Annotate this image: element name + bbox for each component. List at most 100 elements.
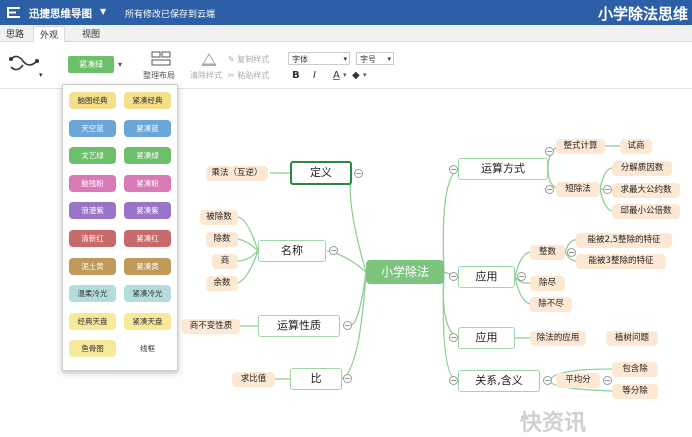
mindmap-node-gongyueshu[interactable]: 求最大公约数: [612, 183, 680, 198]
chevron-down-icon: ▾: [387, 55, 391, 63]
document-title[interactable]: 小学除法思维: [597, 5, 688, 23]
app-name[interactable]: 迅捷思维导图: [29, 8, 92, 20]
mindmap-node-zhengshijisuan[interactable]: 整式计算: [556, 139, 605, 154]
mindmap-node-duanchufa[interactable]: 短除法: [556, 182, 600, 197]
font-size-value: 字号: [360, 55, 376, 64]
italic-button[interactable]: I: [313, 70, 316, 81]
theme-option[interactable]: 泥土黄: [69, 257, 116, 275]
mindmap-node-shishang[interactable]: 试商: [620, 139, 652, 154]
watermark: 快资讯: [520, 411, 587, 436]
clear-style-button[interactable]: 清除样式: [190, 71, 222, 80]
app-menu-caret-icon[interactable]: ▼: [100, 7, 107, 16]
mindmap-node-beichushu[interactable]: 被除数: [200, 210, 238, 225]
mindmap-node-dengfenchu[interactable]: 等分除: [612, 384, 658, 399]
mindmap-node-yushu[interactable]: 余数: [206, 276, 238, 291]
mindmap-node-baohanchu[interactable]: 包含除: [612, 362, 658, 377]
collapse-toggle-icon[interactable]: −: [603, 185, 612, 194]
theme-option[interactable]: 紧凑粉: [124, 174, 171, 192]
mindmap-node-bi[interactable]: 比: [290, 368, 342, 390]
title-bar: 迅捷思维导图 ▼ 所有修改已保存到云端 小学除法思维: [0, 0, 692, 25]
bold-button[interactable]: B: [292, 70, 300, 81]
theme-option[interactable]: 清新红: [69, 230, 116, 247]
mindmap-node-tezheng-3[interactable]: 能被3整除的特征: [576, 254, 666, 269]
paste-style-label: 粘贴样式: [237, 71, 270, 80]
mindmap-node-chufadeyingyong[interactable]: 除法的应用: [530, 331, 586, 346]
font-color-button[interactable]: A: [333, 70, 340, 81]
theme-option[interactable]: 紧凑绿: [124, 147, 171, 165]
theme-option[interactable]: 紧凑经典: [124, 92, 171, 109]
tab-shitu[interactable]: 视图: [82, 30, 101, 40]
tab-waiguan[interactable]: 外观: [33, 26, 66, 42]
theme-dropdown-caret-icon[interactable]: ▾: [118, 60, 123, 69]
arrange-layout-button[interactable]: 整理布局: [143, 71, 175, 80]
mindmap-node-fenjie[interactable]: 分解质因数: [612, 161, 672, 176]
theme-option[interactable]: 文艺绿: [69, 147, 116, 165]
mindmap-node-yunsuanxingzhi[interactable]: 运算性质: [258, 315, 340, 337]
theme-option[interactable]: 紧凑红: [124, 230, 171, 247]
svg-text:▾: ▾: [39, 71, 43, 79]
structure-layout-icon[interactable]: ▾: [7, 51, 43, 79]
mindmap-node-guanxihanyi[interactable]: 关系,含义: [458, 370, 540, 392]
mindmap-node-yingyong-2[interactable]: 应用: [458, 327, 515, 349]
tab-silu[interactable]: 思路: [6, 30, 25, 40]
collapse-toggle-icon[interactable]: −: [543, 376, 552, 385]
fill-color-button[interactable]: ◆: [352, 70, 360, 81]
font-family-value: 字体: [292, 55, 308, 64]
collapse-toggle-icon[interactable]: −: [449, 272, 458, 281]
clear-style-icon[interactable]: [200, 50, 218, 68]
mindmap-node-gongbeishu[interactable]: 邱最小公倍数: [612, 204, 680, 219]
collapse-toggle-icon[interactable]: −: [449, 333, 458, 342]
copy-style-button[interactable]: ✎ 复制样式: [228, 55, 270, 64]
theme-selector[interactable]: 紧凑绿: [68, 56, 114, 73]
collapse-toggle-icon[interactable]: −: [603, 376, 612, 385]
theme-option[interactable]: 紧凑蓝: [124, 119, 171, 137]
app-logo-icon[interactable]: [5, 4, 22, 21]
save-status: 所有修改已保存到云端: [125, 10, 216, 20]
mindmap-node-yingyong-1[interactable]: 应用: [458, 266, 515, 288]
collapse-toggle-icon[interactable]: −: [449, 376, 458, 385]
mindmap-node-shangbubian[interactable]: 商不变性质: [182, 319, 240, 334]
fill-color-caret-icon[interactable]: ▾: [363, 71, 367, 79]
collapse-toggle-icon[interactable]: −: [354, 169, 363, 178]
theme-option[interactable]: 温柔冷光: [69, 285, 116, 303]
collapse-toggle-icon[interactable]: −: [343, 374, 352, 383]
collapse-toggle-icon[interactable]: −: [517, 272, 526, 281]
theme-option[interactable]: 天空蓝: [69, 119, 116, 137]
mindmap-node-chushu[interactable]: 除数: [206, 232, 238, 247]
theme-option[interactable]: 紧凑冷光: [124, 285, 171, 303]
font-color-caret-icon[interactable]: ▾: [343, 71, 347, 79]
collapse-toggle-icon[interactable]: −: [449, 165, 458, 174]
mindmap-node-dingyi[interactable]: 定义: [290, 161, 352, 185]
collapse-toggle-icon[interactable]: −: [329, 246, 338, 255]
theme-option[interactable]: 鱼骨图: [69, 340, 116, 358]
font-family-select[interactable]: 字体▾: [288, 52, 350, 65]
mindmap-node-yunsuanfangshi[interactable]: 运算方式: [458, 158, 548, 180]
mindmap-node-pingjunfen[interactable]: 平均分: [556, 373, 600, 388]
theme-option[interactable]: 紧凑黄: [124, 257, 171, 275]
mindmap-node-zhishu[interactable]: 植树问题: [606, 331, 658, 346]
mindmap-connectors: [237, 145, 620, 392]
mindmap-node-buchujin[interactable]: 除不尽: [530, 297, 572, 312]
collapse-toggle-icon[interactable]: −: [343, 321, 352, 330]
mindmap-node-qiubizhi[interactable]: 求比值: [232, 372, 275, 387]
font-size-select[interactable]: 字号 ▾: [356, 52, 394, 65]
theme-option[interactable]: 紧凑紫: [124, 202, 171, 220]
theme-option[interactable]: 浪漫紫: [69, 202, 116, 220]
theme-option[interactable]: 脑图经典: [69, 92, 116, 109]
mindmap-node-mingcheng[interactable]: 名称: [258, 240, 326, 262]
collapse-toggle-icon[interactable]: −: [545, 147, 554, 156]
arrange-layout-icon[interactable]: [150, 50, 172, 68]
mindmap-root-node[interactable]: 小学除法: [366, 260, 444, 284]
mindmap-node-shang[interactable]: 商: [212, 254, 238, 269]
theme-option[interactable]: 线框: [124, 340, 171, 358]
mindmap-node-tezheng-25[interactable]: 能被2,5整除的特征: [576, 233, 672, 248]
theme-option[interactable]: 紧凑天盘: [124, 312, 171, 330]
paste-style-button[interactable]: ✂ 粘贴样式: [228, 71, 270, 80]
mindmap-node-chujin[interactable]: 除尽: [530, 276, 565, 291]
theme-option[interactable]: 经典天盘: [69, 312, 116, 330]
collapse-toggle-icon[interactable]: −: [567, 248, 576, 257]
mindmap-node-chengfa[interactable]: 乘法（互逆）: [206, 166, 268, 181]
theme-option[interactable]: 脑残粉: [69, 174, 116, 192]
collapse-toggle-icon[interactable]: −: [545, 185, 554, 194]
mindmap-node-zhengshu[interactable]: 整数: [530, 245, 565, 260]
